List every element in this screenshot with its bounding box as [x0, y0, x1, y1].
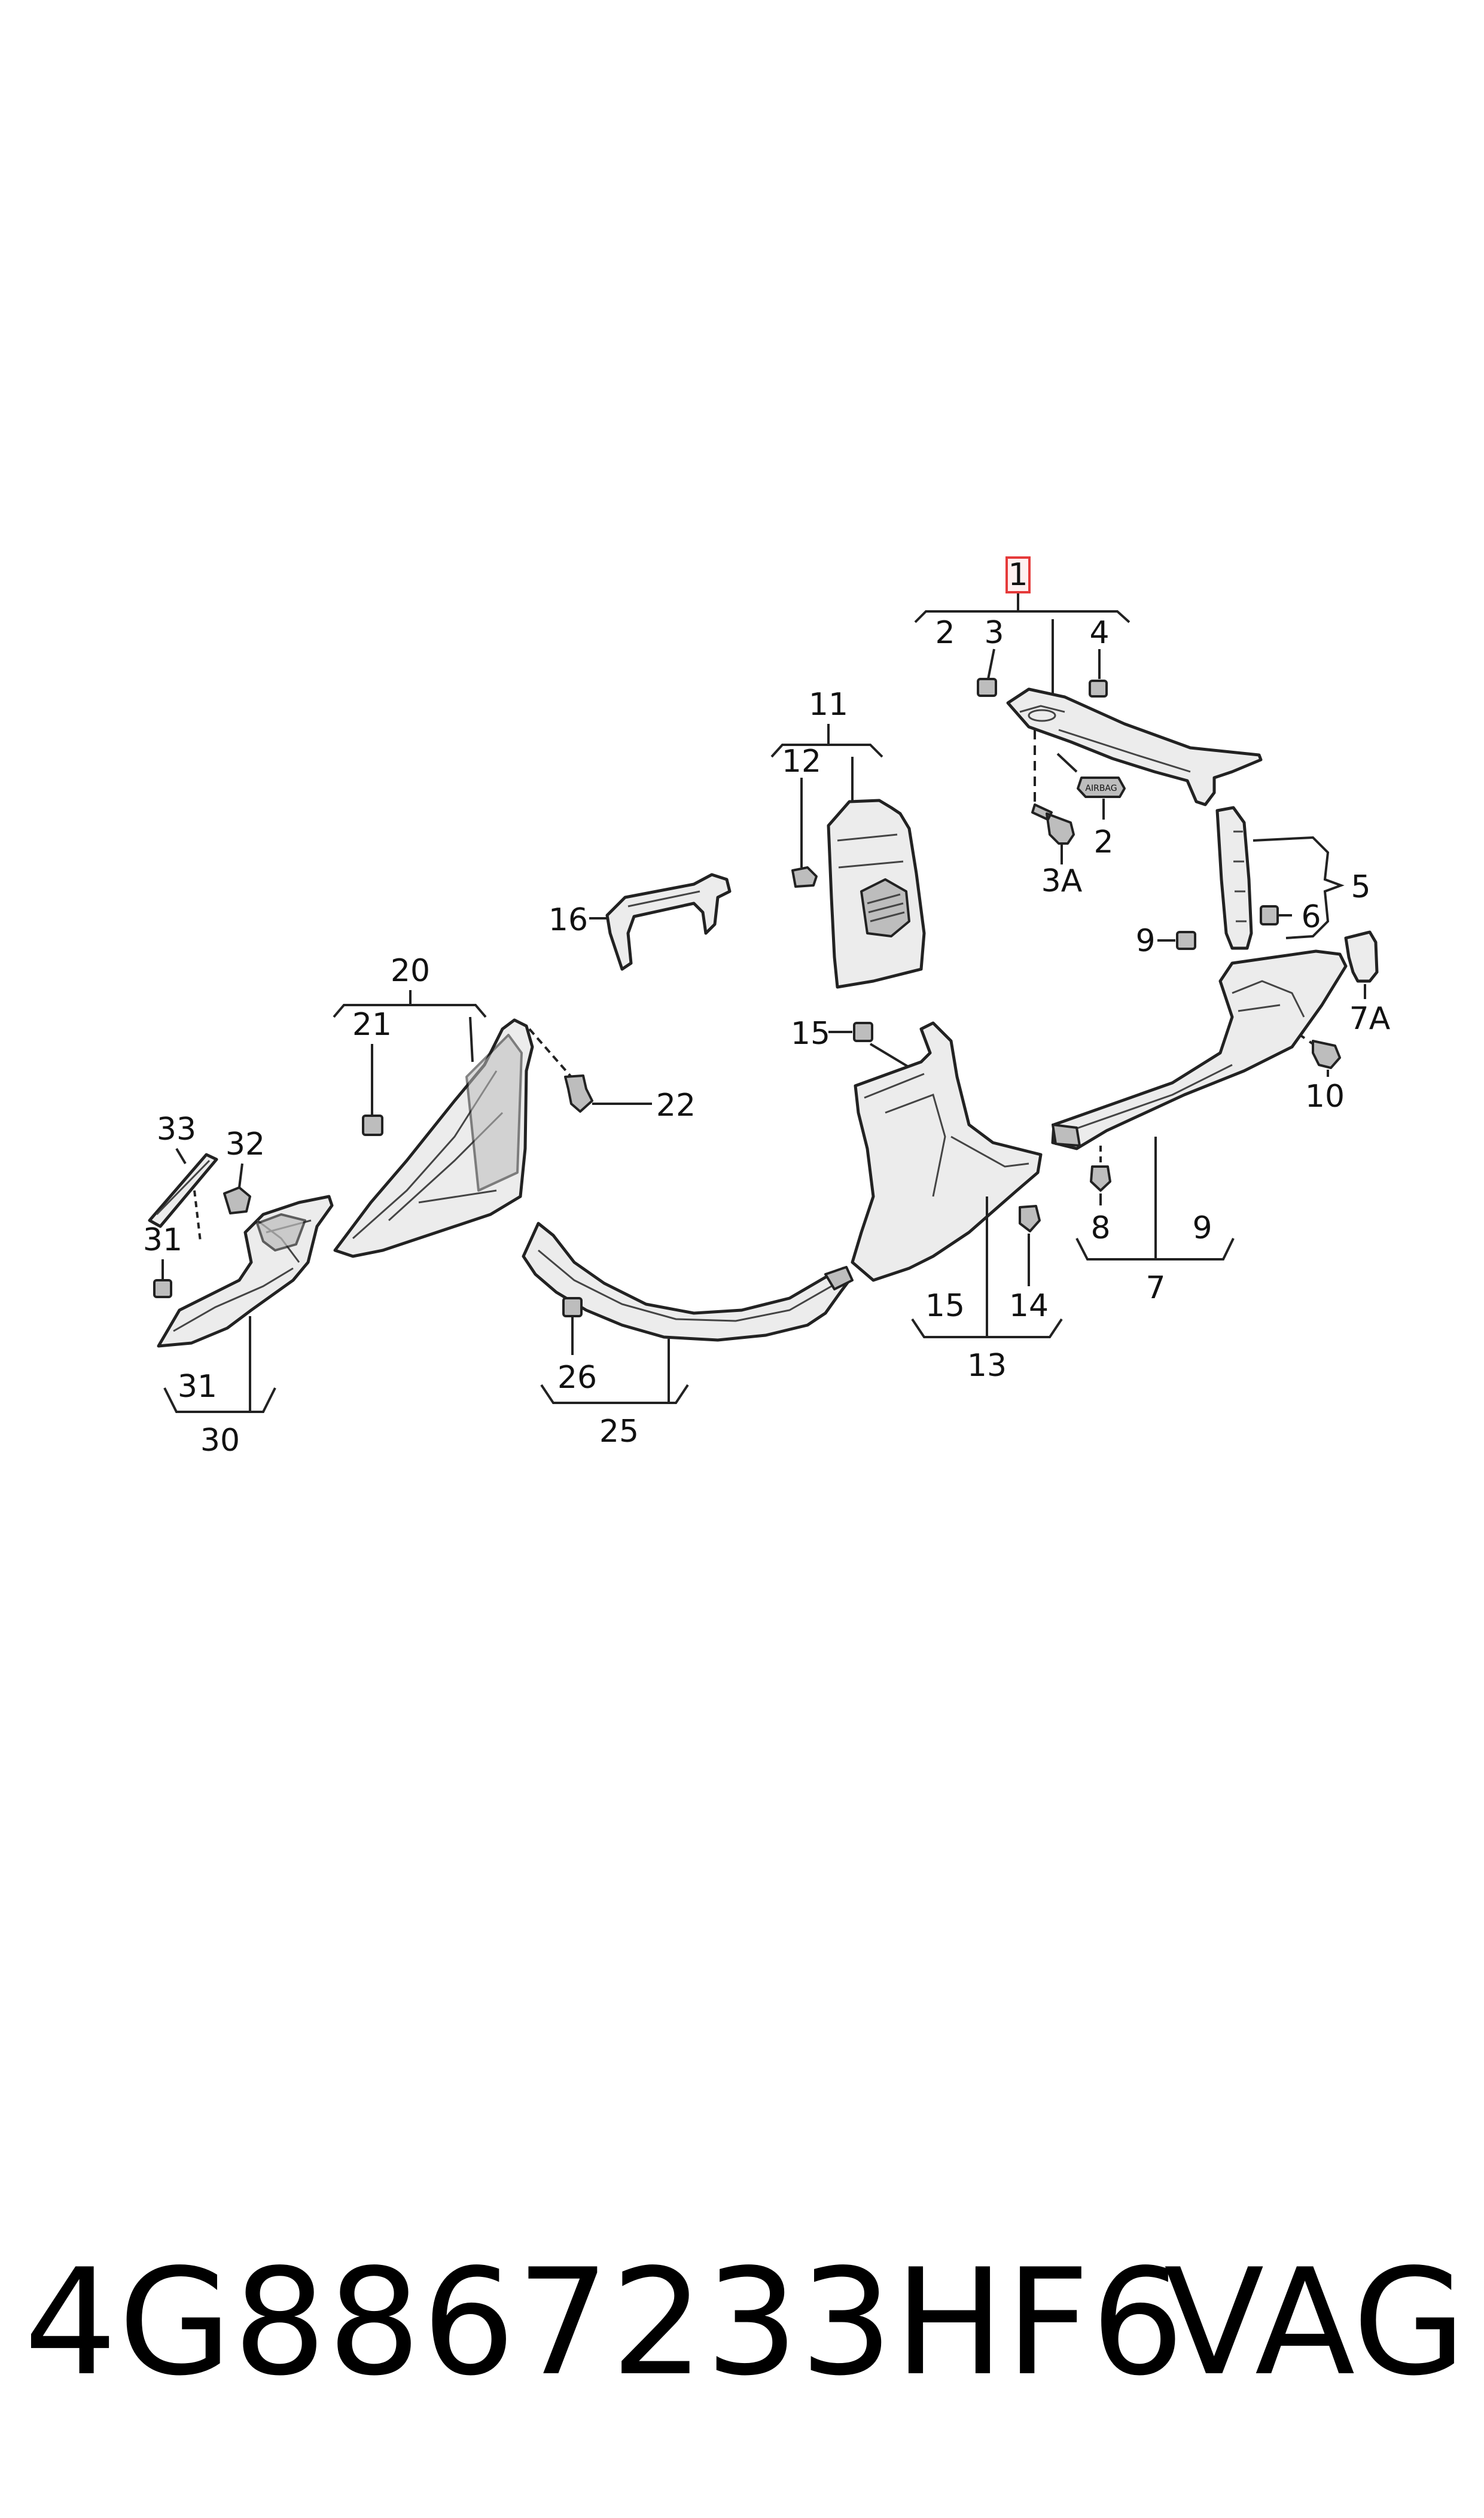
- group-b-pillar-upper: 11 12: [770, 687, 926, 989]
- grab-handle-16: [605, 873, 732, 971]
- callout-15-bottom: 15: [925, 1288, 965, 1324]
- callout-2-top: 2: [935, 615, 955, 651]
- callout-11: 11: [809, 687, 848, 723]
- group-c-pillar-trim: 20 21 22: [333, 953, 696, 1258]
- clip-12: [791, 866, 818, 888]
- clip-6: [1260, 905, 1279, 925]
- leader-33: [175, 1147, 187, 1165]
- grab-handle-detail: [627, 890, 700, 908]
- b-pillar-vent-lines: [867, 893, 905, 922]
- clip-3: [977, 678, 997, 697]
- callout-3: 3: [984, 615, 1004, 651]
- leader-22-link: [528, 1028, 572, 1078]
- bracket-11: [770, 744, 883, 758]
- screw-3A: [1031, 803, 1075, 845]
- callout-3A: 3A: [1041, 863, 1083, 899]
- clip-9-top: [1176, 931, 1196, 950]
- clip-26: [562, 1297, 583, 1317]
- push-clip-22: [564, 1074, 593, 1113]
- callout-31-top: 31: [143, 1222, 182, 1258]
- callout-9-bottom: 9: [1192, 1210, 1212, 1246]
- sill-panel-7-detail: [1061, 980, 1305, 1135]
- highlight-box-1: [1005, 556, 1031, 593]
- callout-12: 12: [782, 744, 821, 780]
- b-pillar-lower-trim-13: [851, 1021, 1043, 1282]
- sill-panel-25-detail: [538, 1249, 832, 1322]
- callout-7: 7: [1145, 1270, 1165, 1306]
- bracket-13: [911, 1318, 1063, 1338]
- bracket-5: [1253, 836, 1345, 939]
- callout-31-bottom: 31: [178, 1369, 217, 1405]
- callout-22: 22: [656, 1088, 696, 1123]
- b-pillar-upper-detail: [837, 833, 904, 869]
- a-pillar-badge-outline: [1028, 709, 1056, 722]
- brand-label: VAG: [1163, 2237, 1466, 2408]
- callout-25: 25: [599, 1414, 639, 1450]
- callout-5: 5: [1351, 869, 1370, 905]
- callout-30: 30: [200, 1423, 240, 1459]
- callout-13: 13: [967, 1348, 1007, 1384]
- airbag-emblem-text: AIRBAG: [1085, 784, 1117, 793]
- leader-2-mid: [1056, 753, 1078, 773]
- rear-trim-30: [157, 1195, 334, 1348]
- clip-15-top: [853, 1022, 873, 1042]
- b-pillar-lower-detail: [864, 1073, 1029, 1197]
- callout-9-top: 9: [1135, 923, 1155, 959]
- callout-20: 20: [391, 953, 430, 989]
- rear-trim-vent: [256, 1213, 306, 1252]
- callout-10: 10: [1305, 1079, 1345, 1115]
- callout-15-top: 15: [791, 1016, 830, 1052]
- trim-strip-33-detail: [156, 1159, 211, 1216]
- group-sill-panel-7: 8 9 7: [1051, 949, 1348, 1306]
- clip-32: [223, 1186, 251, 1214]
- sill-panel-7: [1051, 949, 1348, 1150]
- seal-strip-5: [1215, 806, 1253, 950]
- group-b-pillar-lower: 15 14 15 13: [791, 1016, 1063, 1384]
- clip-31: [153, 1279, 172, 1298]
- screw-10: [1312, 1040, 1341, 1069]
- bracket-30: [163, 1387, 276, 1413]
- leader-33-link: [193, 1190, 202, 1242]
- leader-20: [469, 1016, 474, 1062]
- bracket-25: [540, 1384, 689, 1404]
- callout-6: 6: [1301, 899, 1321, 935]
- group-a-pillar-trim: 1 2 3 4 AIRBAG 2 3A: [914, 556, 1263, 899]
- leader-3: [987, 648, 995, 680]
- bracket-1: [914, 610, 1130, 623]
- callout-8: 8: [1090, 1210, 1110, 1246]
- callout-21: 21: [352, 1007, 392, 1043]
- c-pillar-inner-shade: [465, 1034, 523, 1192]
- clip-8: [1090, 1165, 1111, 1192]
- airbag-emblem-2: [1077, 777, 1126, 798]
- clip-14: [1019, 1205, 1041, 1232]
- callout-2-lower: 2: [1093, 824, 1113, 860]
- clip-7A: [1344, 930, 1379, 983]
- seal-strip-5-detail: [1233, 830, 1247, 922]
- group-sill-panel-25: 26 25: [522, 1222, 854, 1450]
- callout-1: 1: [1008, 557, 1028, 593]
- bracket-7: [1075, 1238, 1235, 1260]
- callout-32: 32: [226, 1126, 265, 1162]
- callout-7A: 7A: [1349, 1001, 1391, 1037]
- part-number: 4G8867233HF6: [24, 2237, 1186, 2408]
- callout-33: 33: [157, 1112, 196, 1147]
- sill-end-cap: [1052, 1123, 1081, 1147]
- callout-16: 16: [548, 902, 588, 938]
- a-pillar-trim-detail: [1019, 705, 1191, 773]
- clip-21: [362, 1115, 383, 1136]
- leader-32: [238, 1163, 243, 1188]
- group-rear-trim-30: 33 32 31 31 30: [143, 1112, 334, 1459]
- clip-4: [1089, 680, 1108, 698]
- group-grab-handle-16: 16: [548, 873, 732, 971]
- callout-26: 26: [557, 1360, 597, 1396]
- callout-4: 4: [1089, 615, 1109, 651]
- sill-panel-end: [824, 1266, 854, 1290]
- callout-14: 14: [1009, 1288, 1049, 1324]
- a-pillar-trim: [1006, 687, 1263, 806]
- trim-strip-33: [148, 1153, 218, 1228]
